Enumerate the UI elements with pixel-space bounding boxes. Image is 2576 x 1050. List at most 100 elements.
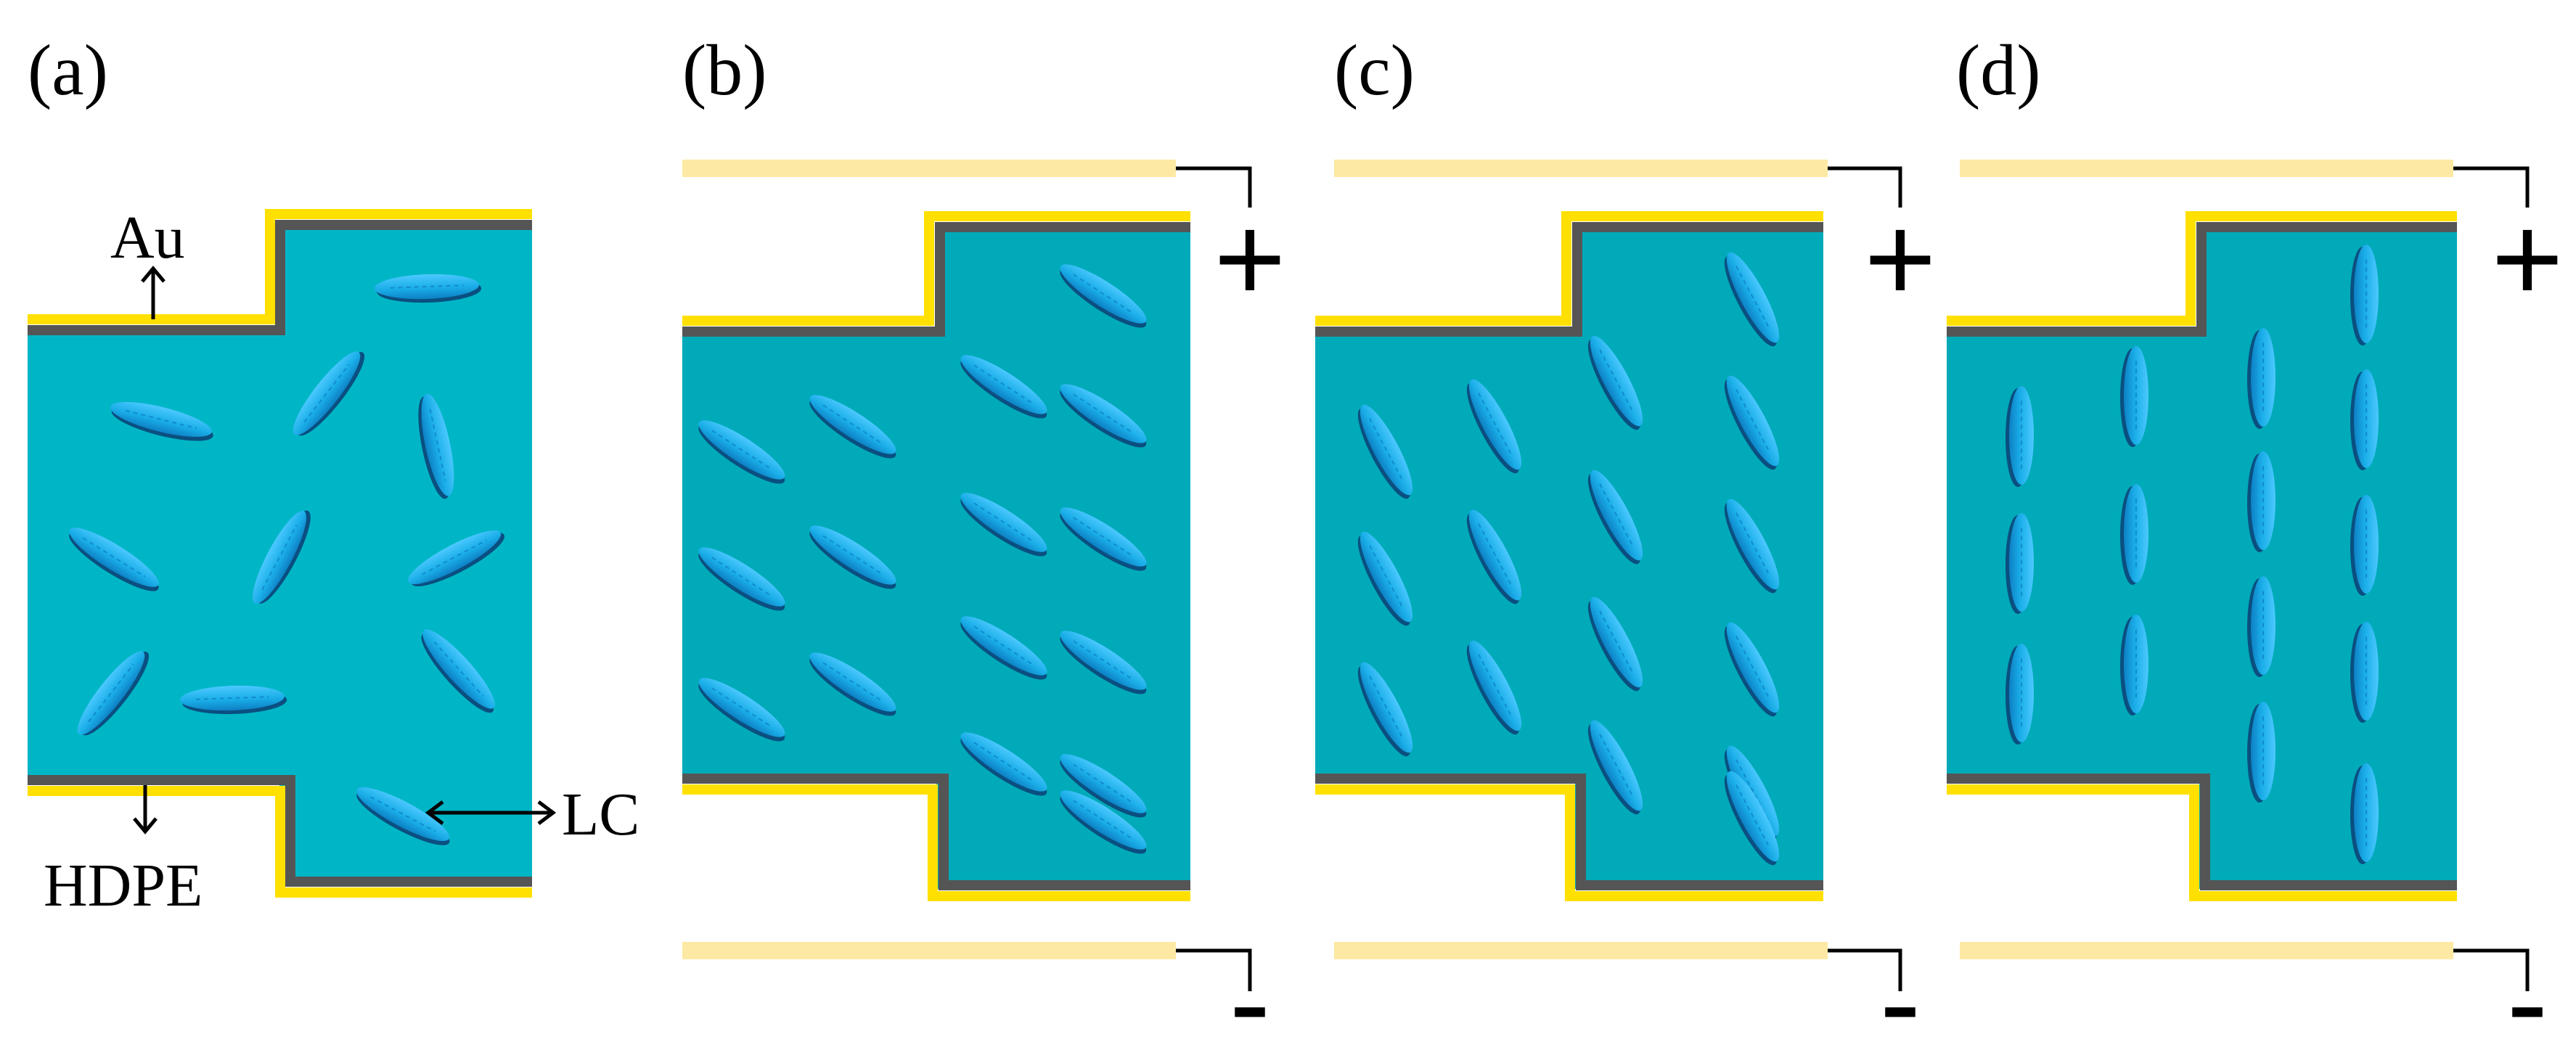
panel-a: (a) Au HDPE LC [28,30,639,919]
lc-molecule [1724,375,1780,470]
lc-molecule [698,420,785,484]
lc-molecule [1724,499,1780,594]
lc-molecule [2350,763,2379,864]
lc-molecule [698,678,785,742]
lc-molecule [2247,576,2276,677]
lc-molecule [69,528,159,591]
panel-a-label: (a) [28,30,108,110]
lc-molecule [2120,346,2148,447]
lc-molecule [421,629,495,713]
panel-b-label: (b) [682,30,767,110]
panel-c-top-electrode [1334,160,1828,177]
panel-c-gold-top [1315,211,1823,326]
panel-a-molecules [69,274,505,845]
lc-molecule [809,652,896,716]
panel-d-hdpe-bottom [1947,774,2457,890]
panel-d-gold-top [1947,211,2457,326]
panel-d-bottom-wire [2453,948,2530,991]
panel-b-minus-sign: - [1230,934,1271,1050]
lc-molecule [698,547,785,611]
lc-molecule [1724,771,1780,866]
panel-c-molecules [1357,252,1780,866]
lc-molecule [1357,531,1413,626]
lc-molecule [1060,264,1147,328]
panel-d-lc-channel [1947,231,2457,889]
panel-c-label: (c) [1334,30,1415,110]
panel-c-gold-bottom [1315,784,1823,901]
panel-b-gold-bottom [682,784,1190,901]
lc-molecule [1357,662,1413,757]
panel-d-molecules [2005,245,2379,864]
lc-molecule [418,393,454,499]
panel-a-hdpe-top [28,220,532,335]
lc-molecule [2247,328,2276,429]
lc-molecule [77,651,150,736]
au-arrow [141,266,165,319]
lc-molecule [1466,640,1522,735]
panel-b-top-electrode [682,160,1176,177]
lc-molecule [809,395,896,459]
hdpe-label: HDPE [44,852,203,919]
lc-label: LC [562,781,639,848]
lc-molecule [253,510,311,604]
lc-arrow [425,800,557,825]
panel-c-bottom-wire [1828,948,1902,991]
lc-molecule [1466,509,1522,604]
lc-molecule [1060,631,1147,694]
lc-molecule [1060,507,1147,571]
panel-c: (c) + - [1315,30,1937,1050]
panel-c-bottom-electrode [1334,942,1828,959]
panel-b: (b) + - [682,30,1286,1050]
lc-molecule [1060,754,1147,818]
lc-molecule [1724,622,1780,717]
panel-b-hdpe-top [682,222,1190,337]
panel-c-minus-sign: - [1880,934,1921,1050]
lc-molecule [1724,252,1780,347]
lc-molecule [2005,644,2034,745]
panel-b-top-wire [1176,166,1252,208]
lc-molecule [180,685,287,715]
lc-molecule [960,493,1047,557]
lc-molecule [2350,622,2379,723]
lc-molecule [2005,386,2034,487]
lc-molecule [375,274,482,303]
lc-molecule [293,351,365,436]
panel-b-hdpe-bottom [682,774,1190,890]
panel-b-bottom-wire [1176,948,1252,991]
panel-c-plus-sign: + [1864,190,1936,328]
lc-molecule [1587,596,1643,692]
lc-molecule [960,616,1047,680]
lc-molecule [1060,790,1147,854]
lc-molecule [2350,495,2379,596]
lc-molecule [407,530,505,586]
lc-molecule [2350,245,2379,345]
panel-b-molecules [698,264,1147,854]
lc-molecule [1466,379,1522,474]
au-label: Au [110,204,185,271]
panel-c-lc-channel [1315,231,1823,889]
panel-c-hdpe-top [1315,222,1823,337]
panel-d-top-electrode [1960,160,2453,177]
panel-b-gold-top [682,211,1190,326]
panel-d-bottom-electrode [1960,942,2453,959]
lc-molecule [809,525,896,589]
panel-a-gold-bottom [28,786,532,898]
panel-d-minus-sign: - [2507,934,2548,1050]
lc-molecule [356,787,450,845]
panel-c-hdpe-bottom [1315,774,1823,890]
panel-c-top-wire [1828,166,1902,208]
panel-d-hdpe-top [1947,222,2457,337]
lc-molecule [2120,484,2148,585]
lc-molecule [2005,513,2034,614]
lc-molecule [1587,469,1643,565]
lc-molecule [1357,404,1413,499]
panel-d: (d) + - [1947,30,2564,1050]
panel-b-plus-sign: + [1214,190,1285,328]
panel-d-label: (d) [1956,30,2041,110]
lc-molecule [960,355,1047,419]
panel-a-hdpe-bottom [28,775,532,887]
lc-molecule [2247,451,2276,552]
lc-molecule [2247,702,2276,803]
panel-d-top-wire [2453,166,2530,208]
